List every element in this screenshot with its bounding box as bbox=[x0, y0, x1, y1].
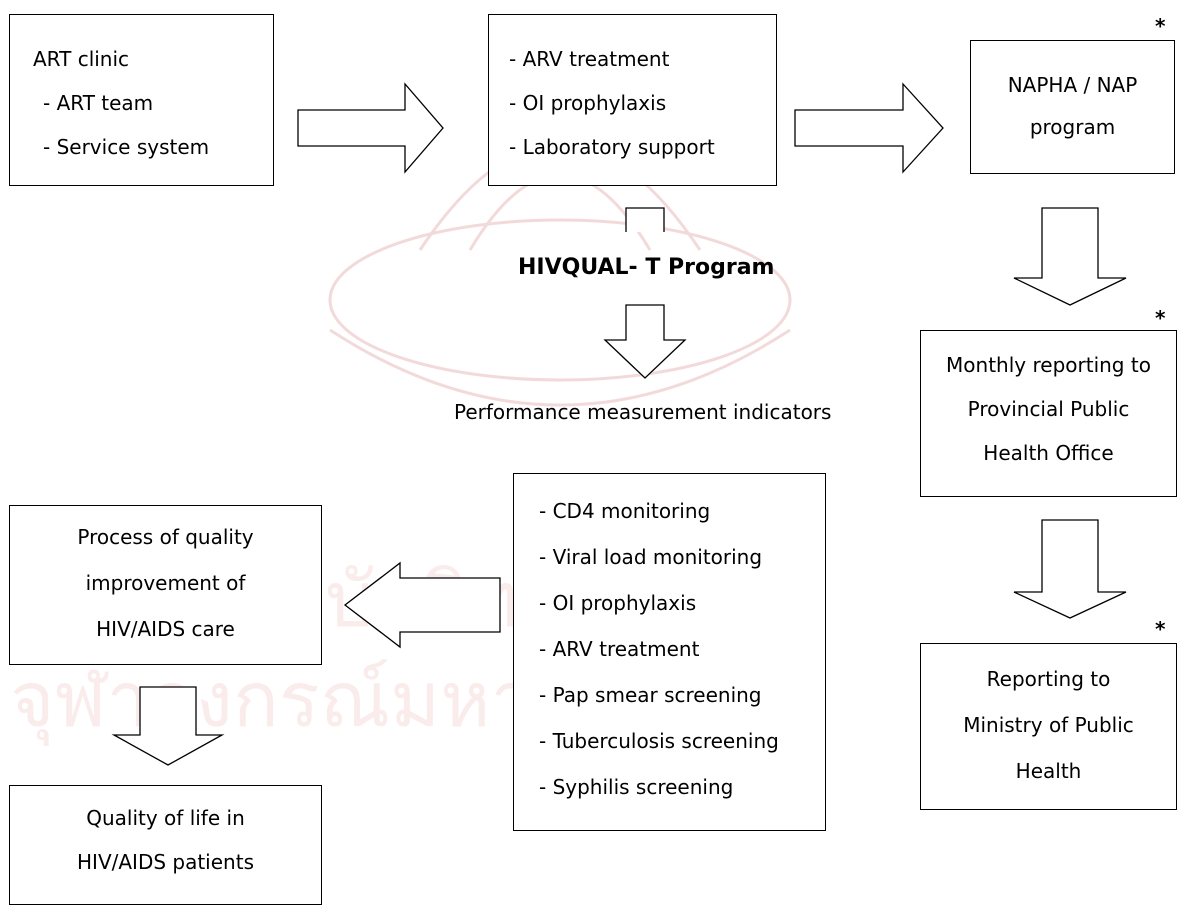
arrow-down-1 bbox=[1013, 207, 1127, 306]
asterisk-napha: * bbox=[1155, 14, 1166, 38]
process-line: improvement of bbox=[85, 571, 246, 595]
ministry-line: Ministry of Public bbox=[963, 713, 1134, 737]
asterisk-monthly: * bbox=[1155, 306, 1166, 330]
arrow-down-2 bbox=[1013, 519, 1127, 619]
indicator-item: - Tuberculosis screening bbox=[539, 729, 779, 753]
arrow-right-1 bbox=[297, 82, 444, 174]
art-clinic-item: - Service system bbox=[43, 135, 210, 159]
indicator-item: - CD4 monitoring bbox=[539, 499, 711, 523]
monthly-line: Provincial Public bbox=[967, 397, 1130, 421]
ministry-line: Reporting to bbox=[986, 667, 1111, 691]
ministry-line: Health bbox=[1015, 759, 1082, 783]
treatment-box: - ARV treatment - OI prophylaxis - Labor… bbox=[488, 14, 777, 186]
treatment-item: - ARV treatment bbox=[509, 47, 670, 71]
program-label: HIVQUAL- T Program bbox=[518, 255, 775, 280]
arrow-program-top bbox=[625, 207, 665, 232]
process-line: Process of quality bbox=[77, 525, 254, 549]
quality-line: Quality of life in bbox=[86, 806, 245, 830]
indicator-item: - Syphilis screening bbox=[539, 775, 734, 799]
indicator-item: - Viral load monitoring bbox=[539, 545, 763, 569]
indicator-item: - Pap smear screening bbox=[539, 683, 762, 707]
indicator-item: - OI prophylaxis bbox=[539, 591, 697, 615]
treatment-item: - Laboratory support bbox=[509, 135, 715, 159]
treatment-item: - OI prophylaxis bbox=[509, 91, 667, 115]
arrow-down-3 bbox=[111, 686, 225, 766]
performance-label: Performance measurement indicators bbox=[454, 400, 832, 424]
monthly-line: Health Office bbox=[983, 441, 1114, 465]
process-line: HIV/AIDS care bbox=[96, 617, 235, 641]
indicator-item: - ARV treatment bbox=[539, 637, 700, 661]
napha-line: NAPHA / NAP bbox=[1007, 73, 1138, 97]
art-clinic-item: - ART team bbox=[43, 91, 154, 115]
quality-of-life-box: Quality of life in HIV/AIDS patients bbox=[9, 785, 322, 905]
monthly-line: Monthly reporting to bbox=[946, 353, 1151, 377]
art-clinic-box: ART clinic - ART team - Service system bbox=[9, 14, 274, 186]
napha-line: program bbox=[1029, 115, 1116, 139]
arrow-program-bottom bbox=[603, 304, 687, 379]
monthly-reporting-box: Monthly reporting to Provincial Public H… bbox=[920, 330, 1177, 497]
napha-box: NAPHA / NAP program bbox=[970, 40, 1175, 174]
arrow-left bbox=[343, 561, 501, 649]
arrow-right-2 bbox=[794, 82, 944, 174]
art-clinic-title: ART clinic bbox=[33, 47, 130, 71]
asterisk-ministry: * bbox=[1155, 617, 1166, 641]
quality-line: HIV/AIDS patients bbox=[77, 850, 254, 874]
process-box: Process of quality improvement of HIV/AI… bbox=[9, 505, 322, 665]
indicators-box: - CD4 monitoring - Viral load monitoring… bbox=[513, 473, 826, 831]
ministry-box: Reporting to Ministry of Public Health bbox=[920, 643, 1177, 810]
